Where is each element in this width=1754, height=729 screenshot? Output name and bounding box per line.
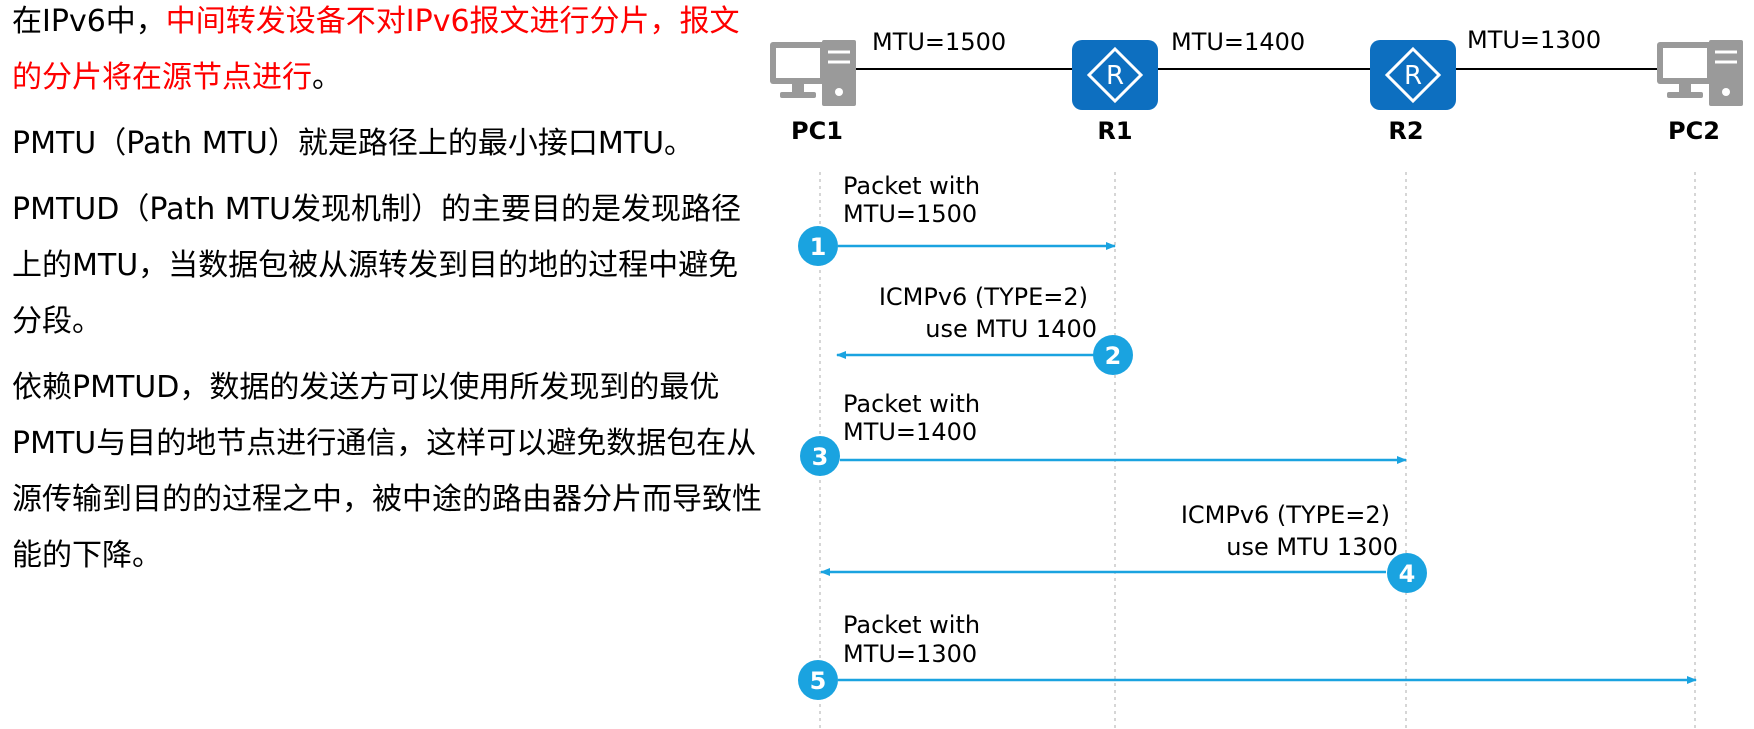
para1-intro: 在IPv6中， [12,4,166,39]
node-label-r2: R2 [1388,117,1423,145]
step5-badge [798,660,838,700]
para1-highlight: 中间转发设备不对IPv6报文进行分片，报文的分片将在源节点进行 [12,4,740,95]
step3-badge [800,436,840,476]
step5-number: 5 [810,667,827,695]
step1-label-line1: Packet with [843,172,980,200]
step3-label-line2: MTU=1400 [843,418,977,446]
step5-label-line2: MTU=1300 [843,640,977,668]
pc2-icon [1655,38,1745,108]
step2-number: 2 [1105,342,1122,370]
router-r1-icon [1070,38,1160,112]
step3-label-line1: Packet with [843,390,980,418]
paragraph-pmtu: PMTU（Path MTU）就是路径上的最小接口MTU。 [12,126,695,161]
step2-label-line1: ICMPv6 (TYPE=2) [879,283,1088,311]
step4-label-line1: ICMPv6 (TYPE=2) [1181,501,1390,529]
step4-label-line2: use MTU 1300 [1226,533,1398,561]
link-label-2: MTU=1400 [1171,28,1305,56]
step1-badge [798,226,838,266]
step1-number: 1 [810,233,827,261]
step5-label-line1: Packet with [843,611,980,639]
step2-badge [1093,335,1133,375]
link-label-3: MTU=1300 [1467,26,1601,54]
step3-number: 3 [812,443,829,471]
description-text: 在IPv6中，中间转发设备不对IPv6报文进行分片，报文的分片将在源节点进行。 … [12,0,764,594]
link-label-1: MTU=1500 [872,28,1006,56]
paragraph-benefit: 依赖PMTUD，数据的发送方可以使用所发现到的最优PMTU与目的地节点进行通信，… [12,370,762,573]
node-label-pc2: PC2 [1668,117,1720,145]
node-label-r1: R1 [1097,117,1132,145]
paragraph-fragmentation: 在IPv6中，中间转发设备不对IPv6报文进行分片，报文的分片将在源节点进行。 [12,0,764,106]
pc1-icon [768,38,858,108]
step4-badge [1387,553,1427,593]
step2-label-line2: use MTU 1400 [925,315,1097,343]
node-label-pc1: PC1 [791,117,843,145]
router-r2-icon [1368,38,1458,112]
step4-number: 4 [1399,560,1416,588]
paragraph-pmtud: PMTUD（Path MTU发现机制）的主要目的是发现路径上的MTU，当数据包被… [12,192,741,339]
step1-label-line2: MTU=1500 [843,200,977,228]
para1-end: 。 [312,60,342,95]
